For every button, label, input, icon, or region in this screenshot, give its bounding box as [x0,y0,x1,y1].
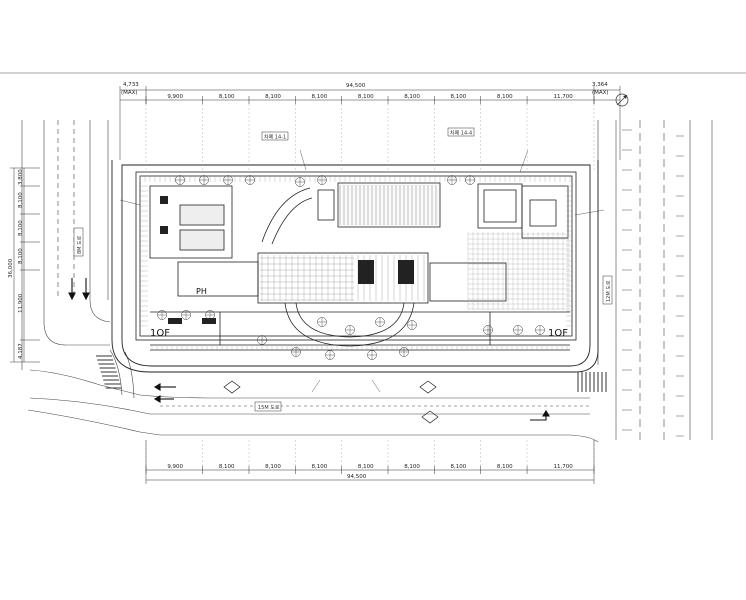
top-span-label: 8,100 [265,94,281,100]
left-road [21,120,111,370]
svg-text:8M 도로: 8M 도로 [77,235,83,254]
top-span-ticks [145,96,595,104]
tree-icon [317,317,327,327]
top-span-labels: 9,900 8,100 8,100 8,100 8,100 8,100 8,100 8,100… [167,94,573,100]
bottom-span-label: 8,100 [404,464,420,470]
bottom-span-ticks [145,466,595,474]
site-boundary [111,160,599,373]
tree-icon [205,310,215,320]
bottom-road [27,349,599,443]
north-arrow-icon [615,93,629,107]
bottom-span-label: 8,100 [265,464,281,470]
top-span-label: 8,100 [219,94,235,100]
road-diamond-markers [223,380,439,424]
tree-icon [535,325,545,335]
svg-text:차폐 14-1: 차폐 14-1 [264,134,286,141]
floor-label-left: 1OF [150,328,170,339]
tree-icon [317,175,327,185]
tree-icon [447,175,457,185]
tree-icon [465,175,475,185]
tree-icon [325,350,335,360]
atrium-hatch [339,185,437,225]
tree-icon [175,175,185,185]
tree-icon [257,335,267,345]
building-outline [135,171,577,351]
bottom-span-label: 8,100 [497,464,513,470]
bottom-span-label: 8,100 [358,464,374,470]
bottom-span-label: 8,100 [451,464,467,470]
top-span-label: 8,100 [497,94,513,100]
tree-icon [223,175,233,185]
left-road-tag: 8M 도로 [73,227,84,257]
top-overall-dim: 94,500 [346,83,366,89]
tree-icon [181,310,191,320]
top-dimension-string [119,86,621,160]
tree-icon [295,177,305,187]
top-span-label: 8,100 [404,94,420,100]
tree-symbols [157,175,545,360]
tree-icon [399,347,409,357]
bottom-span-label: 8,100 [312,464,328,470]
top-right-offset-sub: (MAX) [592,90,609,96]
tree-icon [291,347,301,357]
left-segment-labels: 3,800 8,100 8,100 8,100 11,900 4,187 [18,169,24,359]
right-plaza-hatch [467,232,570,310]
top-left-offset: 4,733 [123,82,139,88]
tree-icon [345,325,355,335]
left-segment-label: 3,800 [18,169,24,185]
bottom-road-label: 15M 도로 [258,405,280,411]
bottom-road-arrow-icons [153,383,550,421]
tree-icon [157,310,167,320]
zone-tag-b: 차폐 14-4 [447,127,475,137]
left-segment-label: 8,100 [18,192,24,208]
right-road-lane-marks [622,129,684,437]
top-span-label: 9,900 [167,94,183,100]
tree-icon [513,325,523,335]
equipment-blocks [160,196,414,324]
crosswalk-hatch [96,355,607,392]
right-road-tag: 12M 도로 [602,275,613,305]
bottom-span-label: 8,100 [219,464,235,470]
tree-icon [199,175,209,185]
right-road [597,120,713,440]
bottom-road-label-box: 15M 도로 [254,401,282,412]
svg-text:12M 도로: 12M 도로 [606,280,612,302]
tree-icon [483,325,493,335]
top-left-offset-sub: (MAX) [121,90,138,96]
floor-label-right: 1OF [548,328,568,339]
left-road-arrow-icons [68,278,90,301]
top-span-label: 8,100 [312,94,328,100]
hall-grid-hatch [260,255,425,301]
tree-icon [245,175,255,185]
top-right-offset: 3,364 [592,82,608,88]
bottom-span-label: 9,900 [167,464,183,470]
svg-text:차폐 14-4: 차폐 14-4 [450,130,472,137]
left-segment-label: 11,900 [18,293,24,313]
bottom-span-label: 11,700 [554,464,574,470]
bottom-span-labels: 9,900 8,100 8,100 8,100 8,100 8,100 8,100 8,100… [167,464,573,470]
callout-leaders [119,149,605,393]
tree-icon [367,350,377,360]
left-dimension-string [10,167,40,363]
penthouse-label: PH [196,287,207,296]
left-segment-label: 4,187 [18,343,24,359]
left-overall-dim: 36,000 [8,258,14,278]
zone-tag-a: 차폐 14-1 [261,131,289,141]
column-grid-lines [145,104,595,466]
top-span-label: 8,100 [358,94,374,100]
bottom-dimension-string [145,440,595,484]
top-span-label: 8,100 [451,94,467,100]
left-segment-label: 8,100 [18,220,24,236]
top-span-label: 11,700 [554,94,574,100]
tree-icon [407,320,417,330]
left-segment-label: 8,100 [18,248,24,264]
bottom-overall-dim: 94,500 [347,474,367,480]
tree-icon [375,317,385,327]
